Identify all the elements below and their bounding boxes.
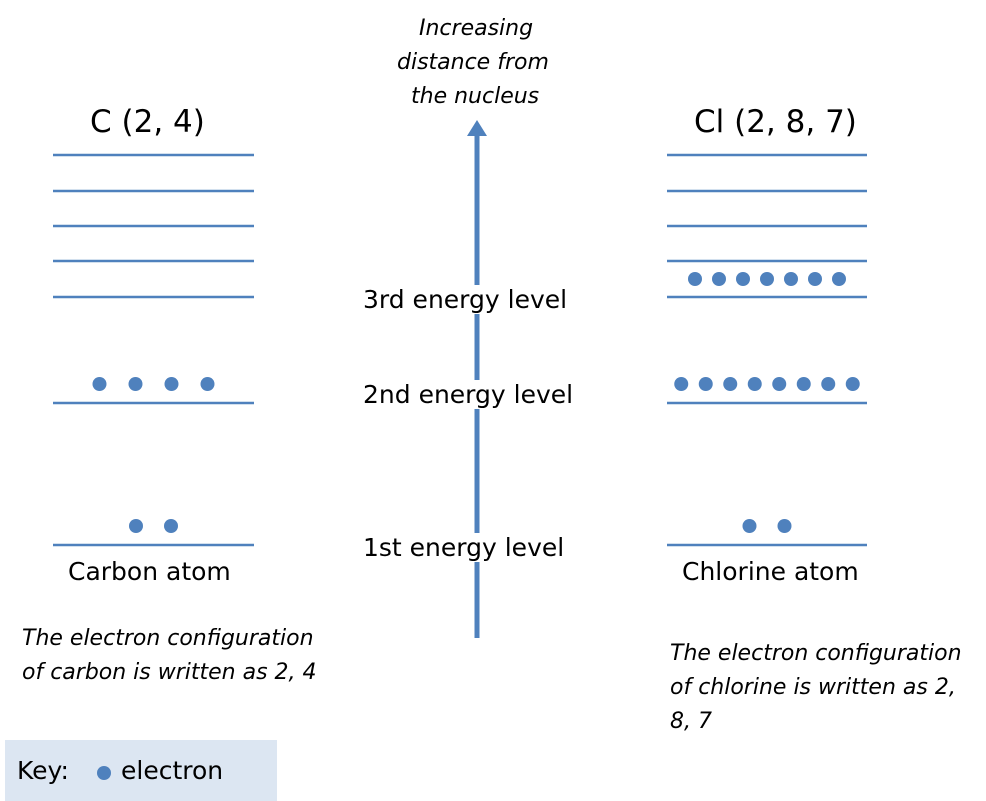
chlorine-electron	[845, 377, 860, 391]
chlorine-title: Cl (2, 8, 7)	[694, 104, 857, 140]
chlorine-electrons	[674, 272, 860, 533]
carbon-electrons	[92, 377, 215, 533]
carbon-electron	[164, 519, 178, 533]
chlorine-description: The electron configuration of chlorine i…	[670, 641, 962, 734]
chlorine-electron	[742, 519, 757, 533]
chlorine-electron	[821, 377, 836, 391]
level-label-third: 3rd energy level	[361, 285, 570, 314]
arrow-caption-line-3: the nucleus	[411, 84, 540, 109]
chlorine-electron	[674, 377, 689, 391]
chlorine-electron	[760, 272, 774, 286]
electron-key-icon	[97, 766, 111, 780]
chlorine-electron	[796, 377, 811, 391]
chlorine-electron	[723, 377, 738, 391]
arrow-caption-line-2: distance from	[397, 50, 549, 75]
carbon-electron	[92, 377, 107, 391]
chlorine-electron	[712, 272, 726, 286]
chlorine-electron	[688, 272, 702, 286]
chlorine-electron	[784, 272, 798, 286]
chlorine-atom-label: Chlorine atom	[682, 557, 859, 586]
carbon-title: C (2, 4)	[90, 104, 205, 140]
chlorine-electron	[736, 272, 750, 286]
carbon-electron	[128, 377, 143, 391]
carbon-atom-label: Carbon atom	[68, 557, 231, 586]
chlorine-electron	[772, 377, 787, 391]
carbon-electron	[164, 377, 179, 391]
key-box	[5, 740, 277, 801]
chlorine-electron	[698, 377, 713, 391]
key-item-label: electron	[121, 756, 224, 785]
distance-arrow-head	[467, 120, 487, 136]
chlorine-electron	[808, 272, 822, 286]
carbon-level-lines	[53, 153, 254, 547]
chlorine-electron	[832, 272, 846, 286]
carbon-electron	[200, 377, 215, 391]
chlorine-electron	[747, 377, 762, 391]
arrow-caption-line-1: Increasing	[419, 16, 534, 41]
key-label: Key:	[17, 756, 69, 785]
level-label-first: 1st energy level	[361, 533, 567, 562]
carbon-electron	[129, 519, 143, 533]
chlorine-level-lines	[667, 153, 867, 547]
level-label-second: 2nd energy level	[361, 380, 576, 409]
carbon-description: The electron configuration of carbon is …	[22, 626, 317, 685]
chlorine-electron	[777, 519, 792, 533]
